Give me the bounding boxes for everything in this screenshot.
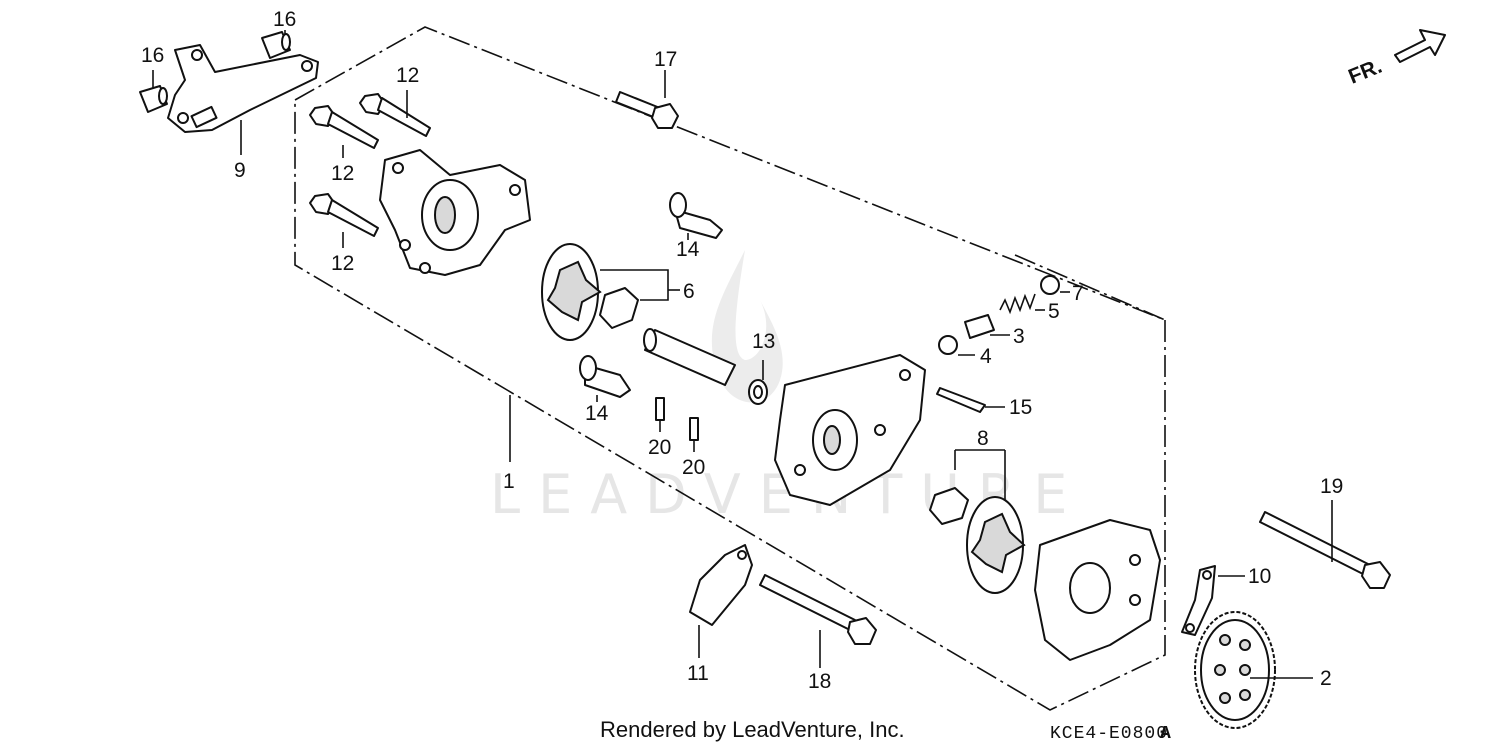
pin-part-20-b[interactable]	[689, 417, 699, 441]
dowel-part-14-b[interactable]	[579, 355, 631, 398]
callout-9: 9	[234, 159, 246, 182]
callout-14-top: 14	[676, 238, 700, 261]
callout-12-bottom: 12	[331, 252, 354, 275]
bolt-part-12-c[interactable]	[309, 193, 379, 237]
callout-3: 3	[1013, 325, 1025, 348]
callout-8: 8	[977, 427, 989, 450]
washer-part-13[interactable]	[748, 379, 768, 405]
collar-part-16-b[interactable]	[261, 31, 291, 59]
callouts: 1 2 3 4 5 6 7 8 9 10 11 12 12 12 13 14 1…	[141, 8, 1343, 693]
relief-valve-part-3[interactable]	[964, 314, 995, 339]
front-arrow-label: FR.	[1345, 55, 1385, 89]
link-part-10[interactable]	[1181, 565, 1216, 636]
front-arrow: FR.	[1345, 29, 1446, 89]
callout-2: 2	[1320, 667, 1332, 690]
diagram-code-suffix: A	[1160, 724, 1172, 744]
bracket-part-9[interactable]	[167, 44, 319, 133]
bolt-part-17[interactable]	[615, 91, 679, 129]
bolt-part-12-a[interactable]	[359, 93, 431, 137]
cotter-pin-part-15[interactable]	[936, 387, 986, 413]
callout-12-middle: 12	[331, 162, 354, 185]
callout-20-left: 20	[648, 436, 671, 459]
callout-20-right: 20	[682, 456, 705, 479]
bolt-part-18[interactable]	[759, 574, 877, 645]
plate-part-11[interactable]	[689, 544, 753, 626]
callout-4: 4	[980, 345, 992, 368]
callout-19: 19	[1320, 475, 1343, 498]
rendered-by-credit: Rendered by LeadVenture, Inc.	[600, 717, 905, 742]
relief-valve-part-4[interactable]	[938, 335, 958, 355]
collar-part-16-a[interactable]	[139, 85, 168, 113]
leader-lines	[152, 30, 1333, 679]
watermark-text: LEADVENTURE	[490, 463, 1085, 526]
callout-13: 13	[752, 330, 775, 353]
pump-body-center[interactable]	[774, 354, 926, 506]
callout-11: 11	[687, 662, 709, 685]
callout-7: 7	[1072, 282, 1084, 305]
callout-6: 6	[683, 280, 695, 303]
callout-16-right: 16	[273, 8, 296, 31]
callout-5: 5	[1048, 300, 1060, 323]
callout-14-bottom: 14	[585, 402, 609, 425]
rotor-set-part-6[interactable]	[541, 243, 639, 341]
callout-15: 15	[1009, 396, 1032, 419]
cap-part-7[interactable]	[1040, 275, 1060, 295]
callout-12-top: 12	[396, 64, 419, 87]
gear-part-2[interactable]	[1194, 611, 1276, 729]
dowel-part-14-a[interactable]	[669, 192, 723, 239]
bolt-part-12-b[interactable]	[309, 105, 379, 149]
pump-cover-right[interactable]	[1034, 519, 1161, 661]
diagram-code: KCE4-E0800	[1050, 724, 1168, 744]
rotor-set-part-8[interactable]	[929, 487, 1026, 594]
spring-part-5[interactable]	[999, 293, 1036, 315]
callout-1: 1	[503, 470, 515, 493]
callout-18: 18	[808, 670, 831, 693]
callout-17: 17	[654, 48, 677, 71]
assembly-boundary-2	[1014, 254, 1166, 321]
pump-cover-left[interactable]	[379, 149, 531, 276]
assembly-boundary-1	[294, 26, 1166, 711]
callout-10: 10	[1248, 565, 1271, 588]
bolt-part-19[interactable]	[1259, 511, 1391, 589]
pin-part-20-a[interactable]	[655, 397, 665, 421]
pump-shaft[interactable]	[643, 328, 736, 386]
callout-16-left: 16	[141, 44, 164, 67]
